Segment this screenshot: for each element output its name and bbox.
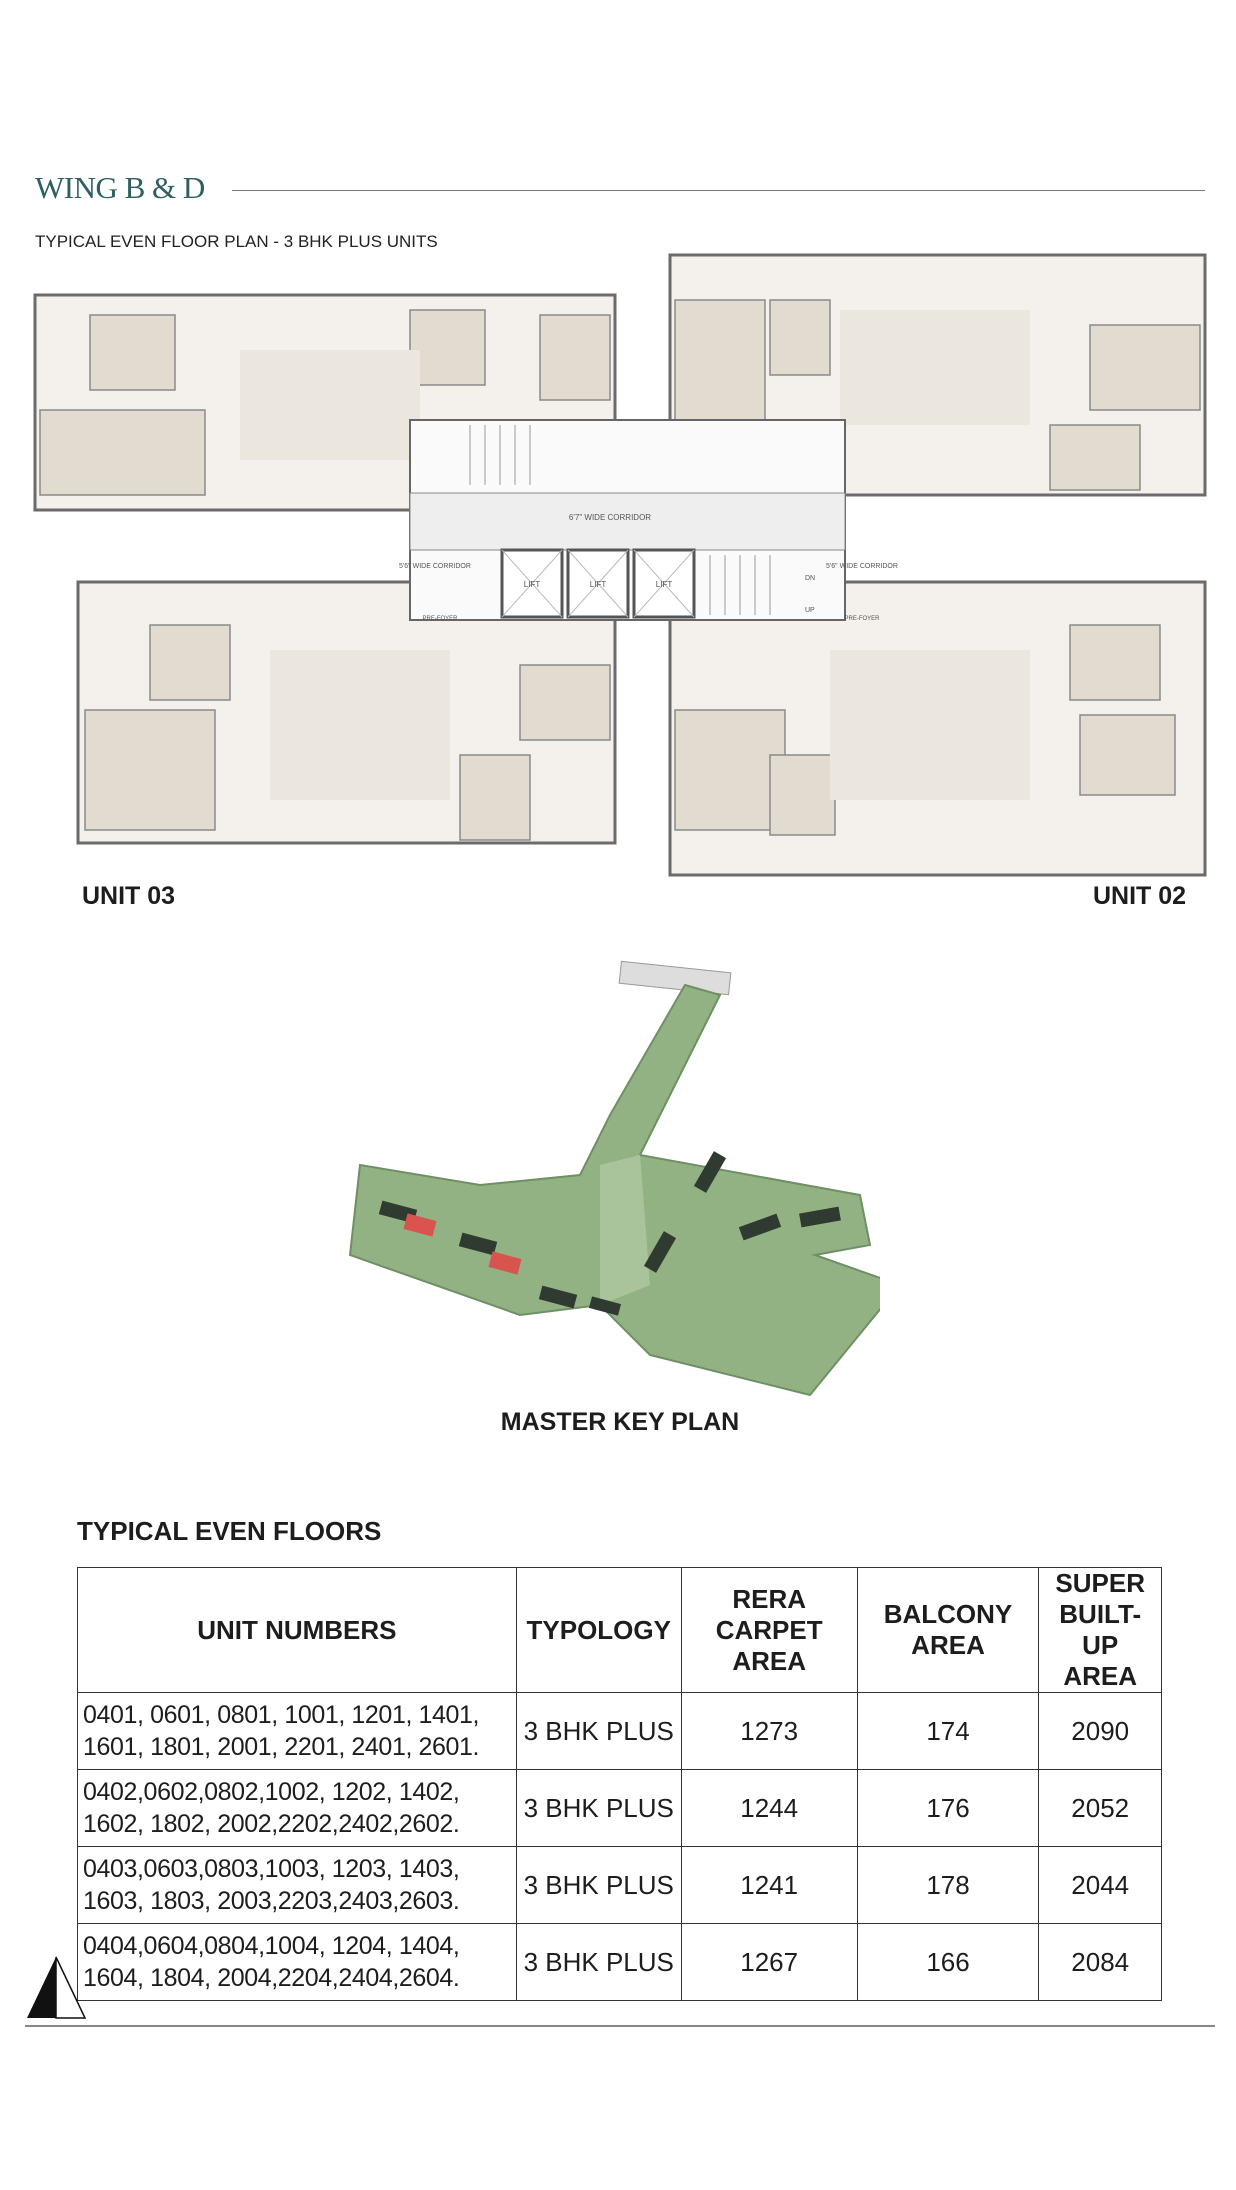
- page-subtitle: TYPICAL EVEN FLOOR PLAN - 3 BHK PLUS UNI…: [35, 232, 438, 251]
- unit-numbers-line: 1603, 1803, 2003,2203,2403,2603.: [83, 1887, 460, 1915]
- unit-numbers-line: 0401, 0601, 0801, 1001, 1201, 1401,: [83, 1701, 480, 1729]
- table-row: 0404,0604,0804,1004, 1204, 1404, 1604, 18…: [77, 1923, 1162, 2001]
- stair-up-label: UP: [805, 607, 815, 614]
- cell-rera-carpet-area: 1241: [680, 1846, 858, 1924]
- header-unit-numbers: UNIT NUMBERS: [77, 1567, 517, 1693]
- table-header-row: UNIT NUMBERS TYPOLOGY RERA CARPET AREA B…: [77, 1567, 1162, 1693]
- cell-unit-numbers: 0401, 0601, 0801, 1001, 1201, 1401, 1601,…: [77, 1692, 517, 1770]
- title-divider: [232, 190, 1205, 191]
- unit-numbers-line: 0404,0604,0804,1004, 1204, 1404,: [83, 1932, 460, 1960]
- side-corridor-label-right: 5'6" WIDE CORRIDOR: [826, 563, 898, 570]
- unit-numbers-line: 1601, 1801, 2001, 2201, 2401, 2601.: [83, 1733, 480, 1761]
- cell-rera-carpet-area: 1273: [680, 1692, 858, 1770]
- unit-03-label: UNIT 03: [82, 882, 176, 910]
- brand-logo: [27, 1956, 87, 2019]
- lift-label: LIFT: [656, 580, 673, 589]
- unit-numbers-line: 0403,0603,0803,1003, 1203, 1403,: [83, 1855, 460, 1883]
- lift-label: LIFT: [590, 580, 607, 589]
- cell-unit-numbers: 0402,0602,0802,1002, 1202, 1402, 1602, 18…: [77, 1769, 517, 1847]
- cell-rera-carpet-area: 1267: [680, 1923, 858, 2001]
- corridor-label: 6'7" WIDE CORRIDOR: [569, 513, 651, 522]
- header-super-built-up-area: SUPER BUILT-UP AREA: [1038, 1567, 1162, 1693]
- key-plan-label: MASTER KEY PLAN: [500, 1408, 740, 1436]
- cell-super-built-up-area: 2090: [1038, 1692, 1162, 1770]
- table-row: 0403,0603,0803,1003, 1203, 1403, 1603, 18…: [77, 1846, 1162, 1924]
- pre-foyer-label: PRE-FOYER: [422, 616, 458, 622]
- cell-typology: 3 BHK PLUS: [515, 1923, 682, 2001]
- header-typology: TYPOLOGY: [515, 1567, 682, 1693]
- footer-divider: [25, 2025, 1215, 2027]
- master-key-plan-map: [348, 960, 880, 1397]
- table-row: 0402,0602,0802,1002, 1202, 1402, 1602, 18…: [77, 1769, 1162, 1847]
- cell-typology: 3 BHK PLUS: [515, 1692, 682, 1770]
- cell-super-built-up-area: 2084: [1038, 1923, 1162, 2001]
- highlighted-wing: [403, 1213, 522, 1275]
- page-title: WING B & D: [35, 170, 205, 205]
- table-row: 0401, 0601, 0801, 1001, 1201, 1401, 1601,…: [77, 1692, 1162, 1770]
- unit-02-label: UNIT 02: [1093, 882, 1187, 910]
- cell-typology: 3 BHK PLUS: [515, 1846, 682, 1924]
- lift-label: LIFT: [524, 580, 541, 589]
- cell-unit-numbers: 0403,0603,0803,1003, 1203, 1403, 1603, 18…: [77, 1846, 517, 1924]
- cell-rera-carpet-area: 1244: [680, 1769, 858, 1847]
- unit-numbers-line: 1602, 1802, 2002,2202,2402,2602.: [83, 1810, 460, 1838]
- table-title: TYPICAL EVEN FLOORS: [77, 1516, 382, 1546]
- side-corridor-label-left: 5'6" WIDE CORRIDOR: [399, 563, 471, 570]
- cell-unit-numbers: 0404,0604,0804,1004, 1204, 1404, 1604, 18…: [77, 1923, 517, 2001]
- unit-numbers-line: 0402,0602,0802,1002, 1202, 1402,: [83, 1778, 460, 1806]
- cell-balcony-area: 178: [856, 1846, 1040, 1924]
- cell-balcony-area: 166: [856, 1923, 1040, 2001]
- cell-balcony-area: 176: [856, 1769, 1040, 1847]
- header-rera-carpet-area: RERA CARPET AREA: [680, 1567, 858, 1693]
- stair-down-label: DN: [805, 575, 815, 582]
- header-balcony-area: BALCONY AREA: [856, 1567, 1040, 1693]
- cell-typology: 3 BHK PLUS: [515, 1769, 682, 1847]
- floor-plan: 6'7" WIDE CORRIDOR 5'6" WIDE CORRIDOR 5'…: [33, 253, 1207, 877]
- building-core: 6'7" WIDE CORRIDOR 5'6" WIDE CORRIDOR 5'…: [399, 419, 898, 622]
- unit-area-table: UNIT NUMBERS TYPOLOGY RERA CARPET AREA B…: [77, 1567, 1162, 2001]
- cell-super-built-up-area: 2044: [1038, 1846, 1162, 1924]
- pre-foyer-label: PRE-FOYER: [844, 616, 880, 622]
- unit-numbers-line: 1604, 1804, 2004,2204,2404,2604.: [83, 1964, 460, 1992]
- cell-super-built-up-area: 2052: [1038, 1769, 1162, 1847]
- cell-balcony-area: 174: [856, 1692, 1040, 1770]
